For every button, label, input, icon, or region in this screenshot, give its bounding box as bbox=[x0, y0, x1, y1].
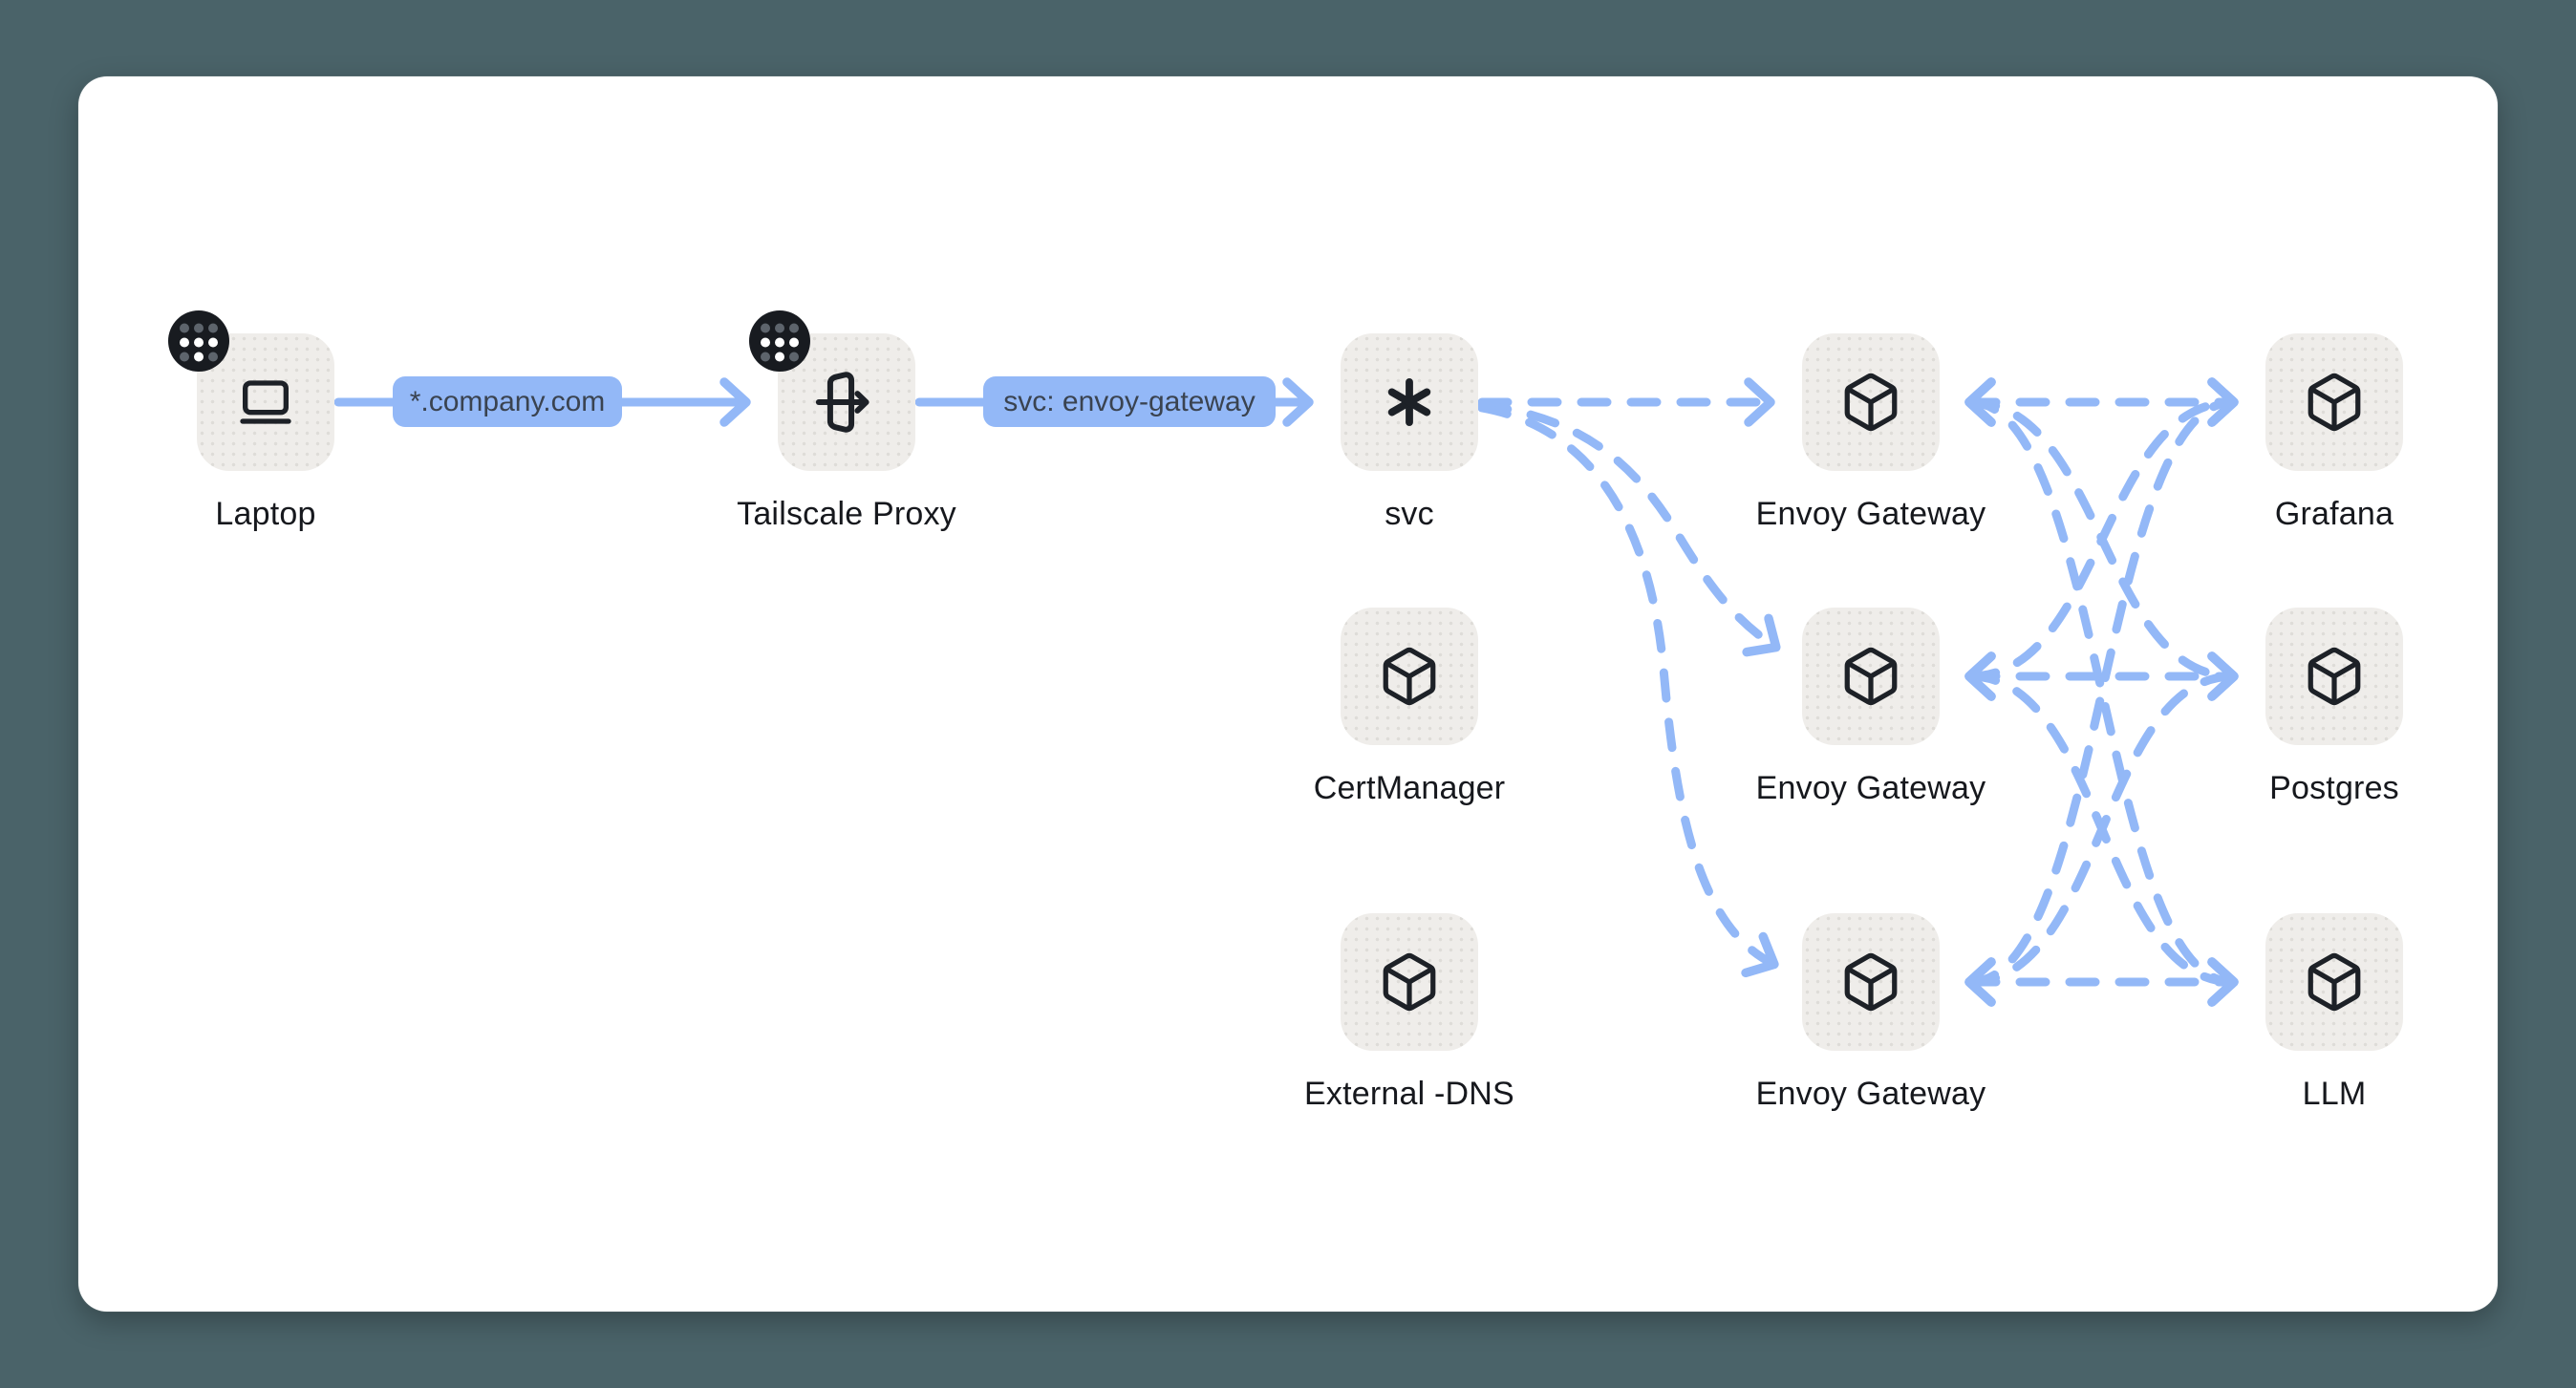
node-label-grafana: Grafana bbox=[2274, 496, 2394, 532]
node-llm[interactable] bbox=[2265, 913, 2403, 1051]
cube-icon bbox=[1378, 645, 1441, 708]
cube-icon bbox=[2303, 645, 2366, 708]
node-label-postgres: Postgres bbox=[2269, 770, 2399, 806]
cube-icon bbox=[1839, 950, 1902, 1014]
node-tailscale[interactable] bbox=[778, 333, 915, 471]
cube-icon bbox=[1839, 371, 1902, 434]
tailscale-badge bbox=[168, 310, 229, 372]
diagram-canvas-card bbox=[78, 76, 2498, 1312]
node-envoy-3[interactable] bbox=[1802, 913, 1940, 1051]
node-label-llm: LLM bbox=[2302, 1076, 2367, 1112]
node-label-envoy-2: Envoy Gateway bbox=[1755, 770, 1986, 806]
node-certmanager[interactable] bbox=[1341, 608, 1478, 745]
cube-icon bbox=[2303, 950, 2366, 1014]
node-laptop[interactable] bbox=[197, 333, 334, 471]
node-label-tailscale: Tailscale Proxy bbox=[737, 496, 956, 532]
node-label-envoy-1: Envoy Gateway bbox=[1755, 496, 1986, 532]
asterisk-icon bbox=[1372, 365, 1447, 439]
node-external-dns[interactable] bbox=[1341, 913, 1478, 1051]
edge-label-pill[interactable]: *.company.com bbox=[393, 376, 622, 427]
edge-label-pill[interactable]: svc: envoy-gateway bbox=[983, 376, 1276, 427]
node-svc[interactable] bbox=[1341, 333, 1478, 471]
transit-icon bbox=[810, 366, 883, 438]
node-label-external-dns: External -DNS bbox=[1304, 1076, 1514, 1112]
node-label-svc: svc bbox=[1385, 496, 1434, 532]
cube-icon bbox=[2303, 371, 2366, 434]
node-grafana[interactable] bbox=[2265, 333, 2403, 471]
node-label-envoy-3: Envoy Gateway bbox=[1755, 1076, 1986, 1112]
node-envoy-2[interactable] bbox=[1802, 608, 1940, 745]
cube-icon bbox=[1378, 950, 1441, 1014]
node-label-laptop: Laptop bbox=[215, 496, 316, 532]
node-envoy-1[interactable] bbox=[1802, 333, 1940, 471]
node-postgres[interactable] bbox=[2265, 608, 2403, 745]
cube-icon bbox=[1839, 645, 1902, 708]
laptop-icon bbox=[235, 372, 296, 433]
node-label-certmanager: CertManager bbox=[1313, 770, 1506, 806]
tailscale-badge bbox=[749, 310, 810, 372]
